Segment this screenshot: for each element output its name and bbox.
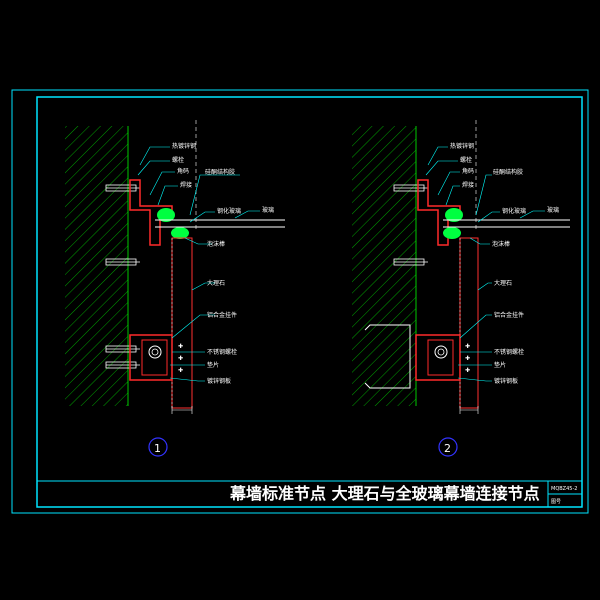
label-angle: 角码 [177, 167, 189, 175]
detail-2: ✚ ✚ ✚ 热镀锌钢 螺栓 角码 焊接 硅酮结构胶 玻璃 钢化玻璃 泡沫棒 大 [352, 120, 570, 457]
sealant [171, 227, 189, 239]
anchor-bolt [105, 361, 140, 369]
bolt-head [151, 348, 159, 356]
label-steel-beam: 热镀锌钢 [172, 142, 196, 150]
bolt-head [437, 348, 445, 356]
drawing-title: 幕墙标准节点 大理石与全玻璃幕墙连接节点 [229, 484, 540, 503]
label-sealant: 硅酮结构胶 [205, 168, 235, 176]
label-bolt: 螺栓 [172, 156, 184, 164]
label-bolt: 螺栓 [460, 156, 472, 164]
cross-marker: ✚ [178, 355, 183, 362]
sealant [443, 227, 461, 239]
label-glass: 玻璃 [547, 206, 559, 214]
leaders [137, 146, 260, 382]
steel-bracket [129, 334, 173, 381]
anchor-bolt [105, 258, 140, 266]
cross-marker: ✚ [178, 343, 183, 350]
label-pendant: 铝合金挂件 [494, 311, 524, 319]
label-pendant: 铝合金挂件 [207, 311, 237, 319]
bracket-plate [141, 339, 168, 376]
label-backing: 镀锌钢板 [207, 377, 231, 385]
inner-frame [36, 96, 583, 508]
label-gasket: 垫片 [494, 361, 506, 369]
label-stainless: 不锈钢螺栓 [207, 348, 237, 356]
bolt-head [148, 345, 162, 359]
sealant [445, 208, 463, 222]
bolt-head [434, 345, 448, 359]
label-glass-thick: 钢化玻璃 [217, 207, 241, 215]
anchor-bolt [105, 184, 140, 192]
wall-hatch [65, 126, 128, 406]
leaders [425, 146, 545, 382]
cross-marker: ✚ [465, 343, 470, 350]
steel-bracket [415, 334, 461, 381]
label-marble: 大理石 [207, 279, 225, 287]
cross-marker: ✚ [465, 367, 470, 374]
label-gasket: 垫片 [207, 361, 219, 369]
anchor-bolt [105, 345, 140, 353]
label-marble: 大理石 [494, 279, 512, 287]
cross-marker: ✚ [465, 355, 470, 362]
label-foam: 泡沫棒 [492, 240, 510, 248]
label-weld: 焊接 [180, 181, 192, 189]
cross-marker: ✚ [178, 367, 183, 374]
label-glass: 玻璃 [262, 206, 274, 214]
sealant [157, 208, 175, 222]
wall-hatch [352, 126, 416, 406]
marble-slab [171, 237, 193, 409]
detail-number-circle [148, 437, 168, 457]
label-foam: 泡沫棒 [207, 240, 225, 248]
marble-slab [459, 237, 479, 409]
label-steel-beam: 热镀锌钢 [450, 142, 474, 150]
detail-number-circle [438, 437, 458, 457]
label-sealant: 硅酮结构胶 [493, 168, 523, 176]
label-glass-thick: 钢化玻璃 [502, 207, 526, 215]
label-stainless: 不锈钢螺栓 [494, 348, 524, 356]
label-angle: 角码 [462, 167, 474, 175]
drawing-number: MQBZ45-2 [551, 486, 577, 492]
anchor-bolt [393, 184, 428, 192]
detail-number: 1 [154, 442, 161, 455]
detail-1: ✚ ✚ ✚ 热镀锌钢 螺栓 角码 焊接 硅酮结构胶 玻璃 钢化玻璃 [65, 120, 285, 457]
sheet-label: 图号 [551, 499, 561, 505]
anchor-bolt [393, 258, 428, 266]
label-weld: 焊接 [462, 181, 474, 189]
outer-frame [11, 89, 589, 514]
label-backing: 镀锌钢板 [494, 377, 518, 385]
bracket-plate [427, 339, 454, 376]
detail-number: 2 [444, 442, 451, 455]
hook-anchor [364, 324, 411, 389]
